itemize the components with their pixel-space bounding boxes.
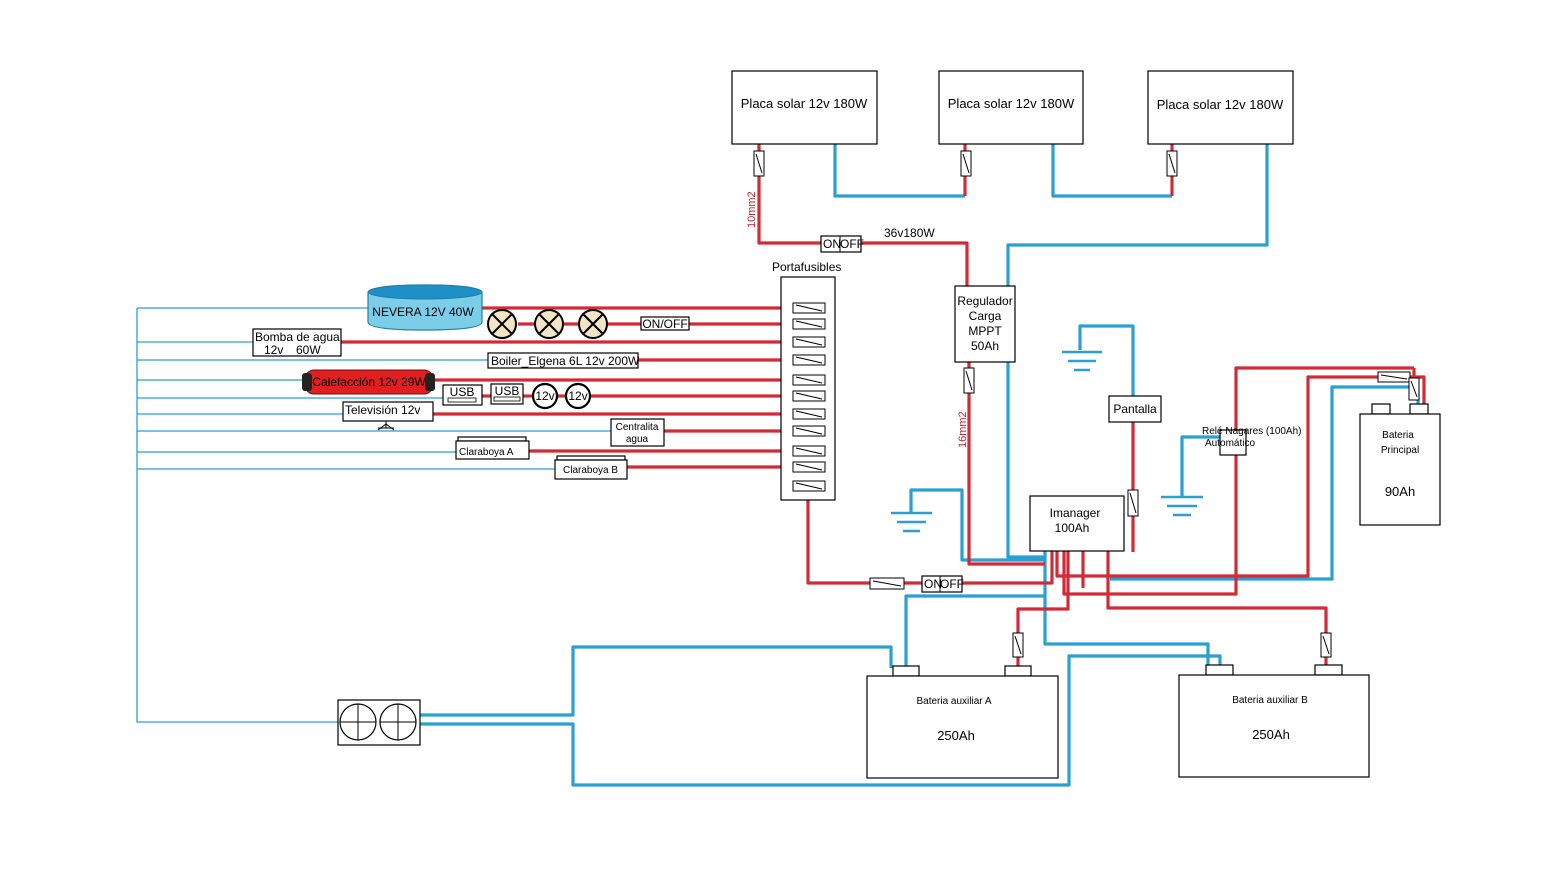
aux-a-label: Bateria auxiliar A	[916, 696, 991, 707]
fan-unit	[337, 699, 421, 746]
regulator-line-1: Regulador	[957, 294, 1012, 308]
fuse-slot-mark	[795, 304, 823, 312]
aux-a-capacity: 250Ah	[937, 728, 975, 743]
fridge: NEVERA 12V 40W	[367, 284, 483, 331]
regulator-line-2: Carga	[969, 309, 1002, 323]
relay-line-2: Automático	[1205, 438, 1255, 449]
relay-line-1: Relé Nagares (100Ah)	[1202, 426, 1302, 437]
main-battery-line-1: Bateria	[1382, 430, 1414, 441]
boiler: Boiler_Elgena 6L 12v 200W	[487, 352, 640, 369]
water-control-unit: Centralita agua	[610, 418, 665, 447]
television: Televisión 12v	[342, 401, 434, 431]
solar-panel-3-label: Placa solar 12v 180W	[1157, 97, 1284, 112]
centralita-line-1: Centralita	[616, 422, 659, 433]
socket-12v-1: 12v	[531, 382, 559, 410]
fuse-slot-mark	[795, 482, 823, 490]
solar-panel-1-label: Placa solar 12v 180W	[741, 96, 868, 111]
centralita-line-2: agua	[626, 434, 649, 445]
water-pump-power: 60W	[296, 343, 321, 357]
lamp-icon	[487, 309, 517, 339]
main-switch-off: OFF	[840, 237, 864, 251]
array-rating-label: 36v180W	[884, 226, 935, 240]
heater-label: Calefacción 12v 29W	[312, 375, 426, 389]
usb-2-label: USB	[495, 384, 520, 398]
regulator-line-4: 50Ah	[971, 339, 999, 353]
water-pump-voltage: 12v	[264, 343, 283, 357]
socket-12v-2-label: 12v	[568, 389, 587, 403]
wire-gauge-mid: 16mm2	[957, 411, 969, 448]
relay-nagares: Relé Nagares (100Ah) Automático	[1202, 426, 1302, 456]
aux-battery-b: Bateria auxiliar B 250Ah	[1178, 664, 1370, 778]
bottom-switch[interactable]: ON OFF	[921, 575, 964, 593]
bottom-switch-on: ON	[924, 577, 942, 591]
fridge-label: NEVERA 12V 40W	[372, 305, 474, 319]
positive-wires	[341, 143, 1426, 668]
television-label: Televisión 12v	[345, 403, 420, 417]
skylight-a-label: Claraboya A	[459, 447, 514, 458]
usb-socket-2: USB	[490, 383, 524, 405]
solar-panel-2: Placa solar 12v 180W	[938, 70, 1084, 145]
imanager-line-1: Imanager	[1050, 506, 1101, 520]
fuse-slot-mark	[795, 410, 823, 418]
fuse-slot-mark	[795, 376, 823, 384]
wire-gauge-top: 10mm2	[746, 191, 758, 228]
load-negative-bus	[136, 307, 611, 723]
skylight-b: Claraboya B	[554, 455, 628, 480]
aux-battery-a: Bateria auxiliar A 250Ah	[866, 665, 1059, 779]
main-battery-line-2: Principal	[1381, 445, 1419, 456]
pantalla-label: Pantalla	[1113, 402, 1157, 416]
ground-symbol-1	[1062, 350, 1102, 372]
fuse-slot-mark	[795, 447, 823, 455]
ground-symbol-2	[891, 511, 932, 533]
fuse-slot-mark	[795, 338, 823, 346]
bottom-switch-off: OFF	[940, 577, 964, 591]
fuse-slot-mark	[795, 463, 823, 471]
lights-switch[interactable]: ON/OFF	[640, 316, 690, 331]
imanager-unit: Imanager 100Ah	[1029, 495, 1125, 552]
fuse-box-label: Portafusibles	[772, 260, 841, 274]
main-switch[interactable]: ON OFF	[820, 235, 864, 253]
lamp-icon	[534, 309, 564, 339]
solar-panel-1: Placa solar 12v 180W	[731, 70, 878, 145]
aux-b-capacity: 250Ah	[1252, 727, 1290, 742]
aux-b-label: Bateria auxiliar B	[1232, 695, 1308, 706]
mppt-regulator: Regulador Carga MPPT 50Ah	[954, 285, 1016, 363]
solar-panel-2-label: Placa solar 12v 180W	[948, 96, 1075, 111]
socket-12v-2: 12v	[564, 382, 592, 410]
socket-12v-1-label: 12v	[535, 389, 554, 403]
main-battery: Bateria Principal 90Ah	[1359, 403, 1441, 526]
skylight-b-label: Claraboya B	[563, 465, 618, 476]
fuse-slot-mark	[795, 356, 823, 364]
usb-socket-1: USB	[442, 384, 483, 406]
skylight-a: Claraboya A	[455, 436, 530, 460]
water-pump-label: Bomba de agua	[255, 330, 340, 344]
lights-switch-label: ON/OFF	[642, 317, 687, 331]
fuse-slot-mark	[795, 427, 823, 435]
lamp-icon	[578, 309, 608, 339]
fuse-box	[780, 276, 836, 501]
water-pump: Bomba de agua 12v 60W	[252, 328, 342, 357]
heater: Calefacción 12v 29W	[302, 369, 435, 395]
imanager-line-2: 100Ah	[1055, 521, 1090, 535]
fuse-slot-mark	[795, 320, 823, 328]
pantalla-display: Pantalla	[1108, 395, 1162, 423]
main-battery-capacity: 90Ah	[1385, 484, 1415, 499]
ground-symbol-3	[1161, 495, 1203, 517]
main-switch-on: ON	[823, 237, 841, 251]
panel-fuses	[753, 150, 1178, 177]
solar-panel-3: Placa solar 12v 180W	[1147, 70, 1294, 145]
usb-1-label: USB	[450, 385, 475, 399]
boiler-label: Boiler_Elgena 6L 12v 200W	[491, 354, 640, 368]
regulator-line-3: MPPT	[968, 324, 1002, 338]
fuse-slot-mark	[795, 392, 823, 400]
